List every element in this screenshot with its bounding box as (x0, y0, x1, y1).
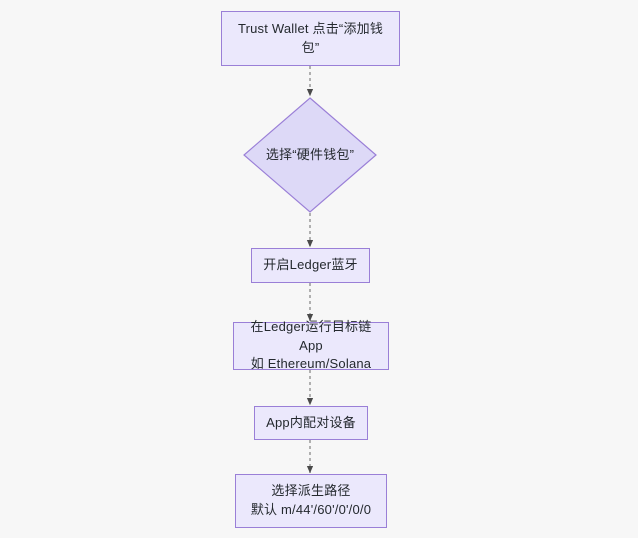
node-choose-derivation-path-label: 选择派生路径 默认 m/44'/60'/0'/0/0 (250, 483, 372, 517)
node-enable-ledger-bluetooth[interactable]: 开启Ledger蓝牙 (251, 248, 370, 283)
diamond-shape (243, 97, 377, 213)
node-add-wallet[interactable]: Trust Wallet 点击“添加钱包” (221, 11, 400, 66)
node-enable-ledger-bluetooth-label: 开启Ledger蓝牙 (263, 257, 358, 273)
node-choose-derivation-path[interactable]: 选择派生路径 默认 m/44'/60'/0'/0/0 (235, 474, 387, 528)
node-choose-hardware-wallet[interactable]: 选择“硬件钱包” (243, 97, 377, 213)
node-run-chain-app-label: 在Ledger运行目标链App 如 Ethereum/Solana (250, 318, 372, 372)
node-run-chain-app[interactable]: 在Ledger运行目标链App 如 Ethereum/Solana (233, 319, 389, 371)
node-pair-device-in-app[interactable]: App内配对设备 (254, 406, 368, 440)
node-pair-device-in-app-label: App内配对设备 (266, 414, 356, 430)
node-choose-hardware-wallet-label: 选择“硬件钱包” (265, 146, 355, 162)
node-add-wallet-label: Trust Wallet 点击“添加钱包” (237, 20, 384, 55)
